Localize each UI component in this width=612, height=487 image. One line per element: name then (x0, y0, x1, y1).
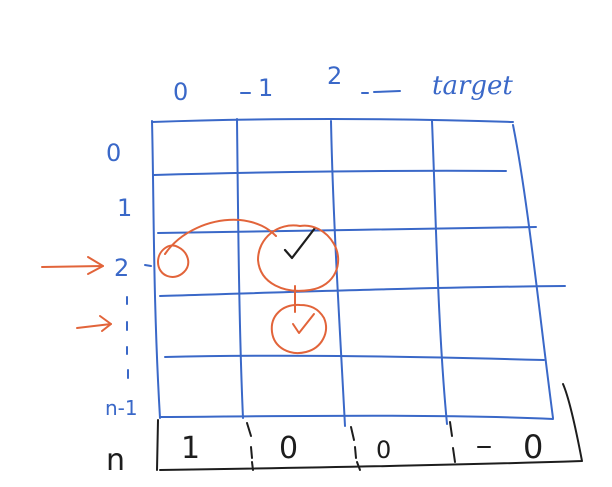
grid-vline-4 (512, 124, 554, 419)
circle-highlight-icon (257, 224, 339, 292)
column-header-target: target (432, 71, 513, 101)
bottom-row: n 1 0 0 0 (106, 383, 583, 478)
grid-hline-5 (159, 414, 554, 420)
column-header-0: 0 (173, 78, 188, 106)
bottom-divider-3 (449, 421, 456, 463)
grid-vline-0 (151, 120, 161, 419)
bottom-divider-2 (350, 426, 361, 471)
right-arrow-icon (41, 256, 104, 275)
row-ellipsis-marks (126, 264, 152, 379)
column-header-1: 1 (258, 74, 273, 102)
grid-hline-4 (164, 354, 545, 361)
row-label-0: 0 (106, 139, 121, 167)
row-label-n-1: n-1 (105, 396, 138, 420)
bottom-value-2: 0 (376, 436, 391, 464)
check-mark-icon (283, 226, 317, 260)
header-ellipsis-marks (240, 90, 401, 94)
grid-hline-1 (153, 169, 507, 176)
row-label-1: 1 (117, 194, 132, 222)
grid-hline-3 (159, 285, 566, 297)
grid-hline-0 (151, 118, 514, 123)
check-mark-icon (292, 313, 315, 334)
column-headers: 0 1 2 target (173, 62, 513, 106)
bottom-row-label: n (106, 443, 125, 478)
bottom-value-1: 0 (279, 431, 298, 466)
dp-grid (151, 118, 566, 427)
grid-vline-3 (431, 120, 448, 425)
annotations (41, 218, 339, 354)
grid-hline-2 (157, 226, 537, 234)
circle-highlight-icon (270, 303, 327, 354)
grid-vline-2 (330, 120, 346, 427)
circle-highlight-icon (157, 244, 190, 278)
bottom-row-box (156, 383, 583, 471)
column-header-2: 2 (327, 62, 342, 90)
connector-arc (164, 218, 277, 255)
grid-vline-1 (236, 118, 244, 419)
bottom-divider-1 (246, 422, 254, 471)
row-label-2: 2 (114, 254, 129, 282)
right-arrow-icon (76, 315, 112, 332)
row-labels: 0 1 2 n-1 (105, 139, 138, 420)
bottom-value-3: 0 (523, 428, 543, 466)
bottom-value-0: 1 (181, 431, 200, 466)
